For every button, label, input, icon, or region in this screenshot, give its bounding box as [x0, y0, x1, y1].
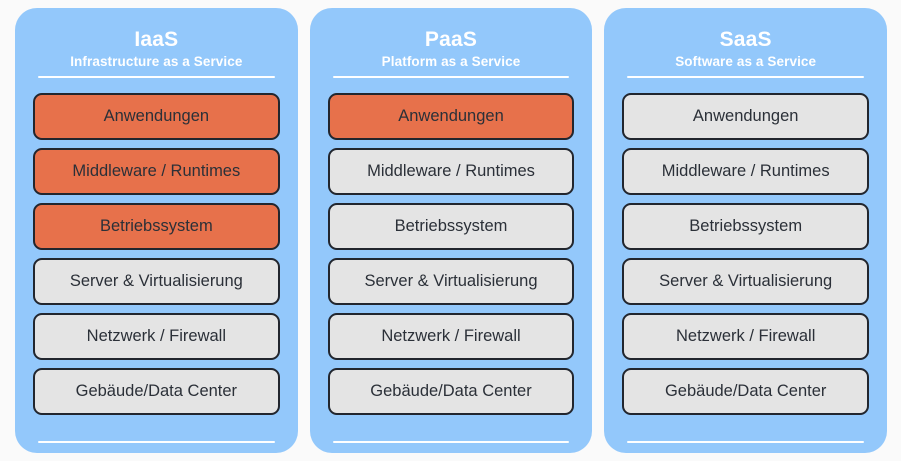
layer-stack-saas: Anwendungen Middleware / Runtimes Betrie…	[622, 78, 870, 428]
layer-box-iaas-betriebssystem[interactable]: Betriebssystem	[33, 203, 280, 250]
footer-divider-iaas	[38, 441, 275, 443]
model-card-iaas: IaaS Infrastructure as a Service Anwendu…	[15, 8, 298, 453]
header-divider-paas	[332, 76, 570, 78]
layer-box-paas-anwendungen[interactable]: Anwendungen	[327, 93, 575, 140]
layer-box-saas-server[interactable]: Server & Virtualisierung	[622, 258, 870, 305]
card-subtitle-paas: Platform as a Service	[381, 54, 521, 69]
layer-box-iaas-netzwerk[interactable]: Netzwerk / Firewall	[33, 313, 280, 360]
card-title-saas: SaaS	[719, 28, 772, 51]
layer-box-paas-netzwerk[interactable]: Netzwerk / Firewall	[327, 313, 575, 360]
layer-box-iaas-middleware[interactable]: Middleware / Runtimes	[33, 148, 280, 195]
footer-divider-saas	[627, 441, 865, 443]
layer-box-paas-gebaeude[interactable]: Gebäude/Data Center	[327, 368, 575, 415]
layer-box-saas-betriebssystem[interactable]: Betriebssystem	[622, 203, 870, 250]
layer-box-saas-middleware[interactable]: Middleware / Runtimes	[622, 148, 870, 195]
layer-box-iaas-gebaeude[interactable]: Gebäude/Data Center	[33, 368, 280, 415]
model-card-saas: SaaS Software as a Service Anwendungen M…	[604, 8, 888, 453]
card-header-saas: SaaS Software as a Service	[622, 22, 869, 78]
card-subtitle-iaas: Infrastructure as a Service	[70, 54, 243, 69]
layer-box-paas-middleware[interactable]: Middleware / Runtimes	[327, 148, 575, 195]
layer-box-saas-netzwerk[interactable]: Netzwerk / Firewall	[622, 313, 870, 360]
footer-divider-paas	[332, 441, 570, 443]
layer-stack-iaas: Anwendungen Middleware / Runtimes Betrie…	[33, 78, 280, 428]
card-title-paas: PaaS	[424, 28, 478, 51]
card-subtitle-saas: Software as a Service	[675, 54, 817, 69]
model-card-paas: PaaS Platform as a Service Anwendungen M…	[309, 8, 593, 453]
layer-box-iaas-anwendungen[interactable]: Anwendungen	[33, 93, 280, 140]
layer-box-paas-betriebssystem[interactable]: Betriebssystem	[327, 203, 575, 250]
header-divider-saas	[627, 76, 865, 78]
layer-box-saas-gebaeude[interactable]: Gebäude/Data Center	[622, 368, 870, 415]
card-header-paas: PaaS Platform as a Service	[328, 22, 575, 78]
layer-box-iaas-server[interactable]: Server & Virtualisierung	[33, 258, 280, 305]
header-divider-iaas	[38, 76, 275, 78]
card-title-iaas: IaaS	[134, 28, 179, 51]
layer-box-paas-server[interactable]: Server & Virtualisierung	[327, 258, 575, 305]
layer-stack-paas: Anwendungen Middleware / Runtimes Betrie…	[327, 78, 575, 428]
layer-box-saas-anwendungen[interactable]: Anwendungen	[622, 93, 870, 140]
card-header-iaas: IaaS Infrastructure as a Service	[33, 22, 280, 78]
